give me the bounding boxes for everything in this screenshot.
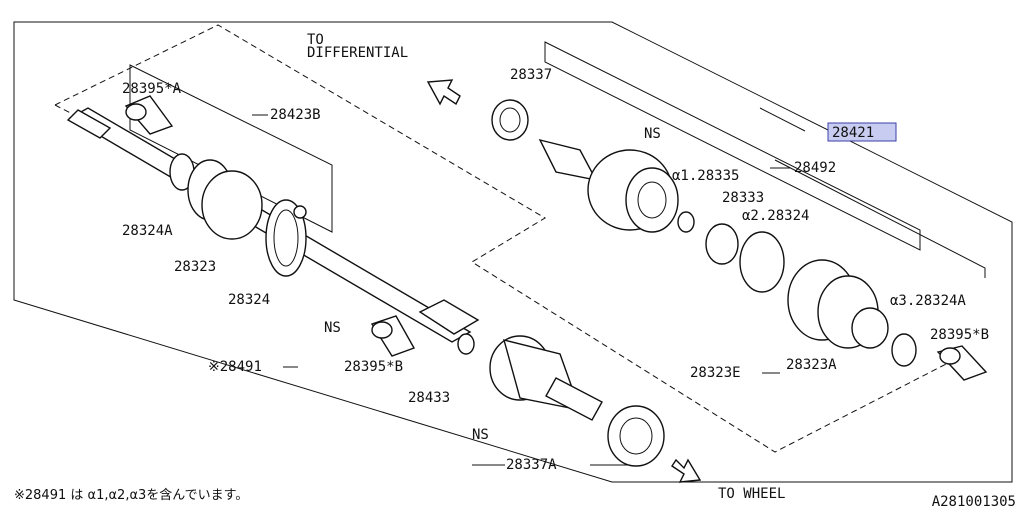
dashed-edge xyxy=(54,104,139,149)
arrow-to-wheel-icon xyxy=(671,458,702,483)
callout-28337a: 28337A xyxy=(506,457,557,473)
footnote: ※28491 は α1,α2,α3を含んでいます。 xyxy=(14,488,249,503)
callout-28323e: 28323E xyxy=(690,365,741,381)
callout-28492: 28492 xyxy=(794,160,836,176)
callout-28395b-right: 28395*B xyxy=(930,327,989,343)
part-28421-highlight xyxy=(827,122,897,142)
callout-28323: 28323 xyxy=(174,259,216,275)
outboard-cv-joint xyxy=(489,335,665,467)
inboard-cv-joint xyxy=(538,138,679,233)
callout-28421: 28421 xyxy=(832,125,874,141)
to-differential-label-1: TO xyxy=(307,32,324,48)
callout-28491: ※28491 xyxy=(208,359,262,375)
callout-28395b-mid: 28395*B xyxy=(344,359,403,375)
diagram-code: A281001305 xyxy=(931,494,1016,510)
circlip xyxy=(457,333,475,355)
callout-28324: 28324 xyxy=(228,292,270,308)
callout-ns-top: NS xyxy=(644,126,661,142)
boot-band-a2 xyxy=(739,231,785,293)
grease-tube-b-mid xyxy=(370,315,416,357)
boot-band-a3 xyxy=(891,333,917,367)
callout-a3: α3.28324A xyxy=(890,293,966,309)
callout-28423b: 28423B xyxy=(270,107,321,123)
callout-28337: 28337 xyxy=(510,67,552,83)
grease-tube-b-right xyxy=(936,345,988,381)
grease-tube-a xyxy=(124,95,174,135)
callout-28433: 28433 xyxy=(408,390,450,406)
boot-band-28333 xyxy=(705,223,739,265)
callout-28323a: 28323A xyxy=(786,357,837,373)
callout-28333: 28333 xyxy=(722,190,764,206)
inboard-boot xyxy=(787,259,889,349)
callout-box-lines xyxy=(774,159,986,278)
callout-28324a: 28324A xyxy=(122,223,173,239)
assembly-dashed-outline xyxy=(54,24,951,453)
callout-a1: α1.28335 xyxy=(672,168,739,184)
callout-ns-bottom: NS xyxy=(472,427,489,443)
callout-ns-mid: NS xyxy=(324,320,341,336)
outer-frame xyxy=(13,21,1013,483)
inboard-joint-box xyxy=(544,41,921,251)
callout-28395a: 28395*A xyxy=(122,81,182,97)
arrow-to-differential-icon xyxy=(426,79,461,106)
to-wheel-label: TO WHEEL xyxy=(718,486,785,502)
callout-a2: α2.28324 xyxy=(742,208,809,224)
snap-ring-a1 xyxy=(677,211,695,233)
inboard-seal-28337 xyxy=(491,99,529,141)
to-differential-label-2: DIFFERENTIAL xyxy=(307,45,408,61)
outboard-boot xyxy=(169,153,307,277)
